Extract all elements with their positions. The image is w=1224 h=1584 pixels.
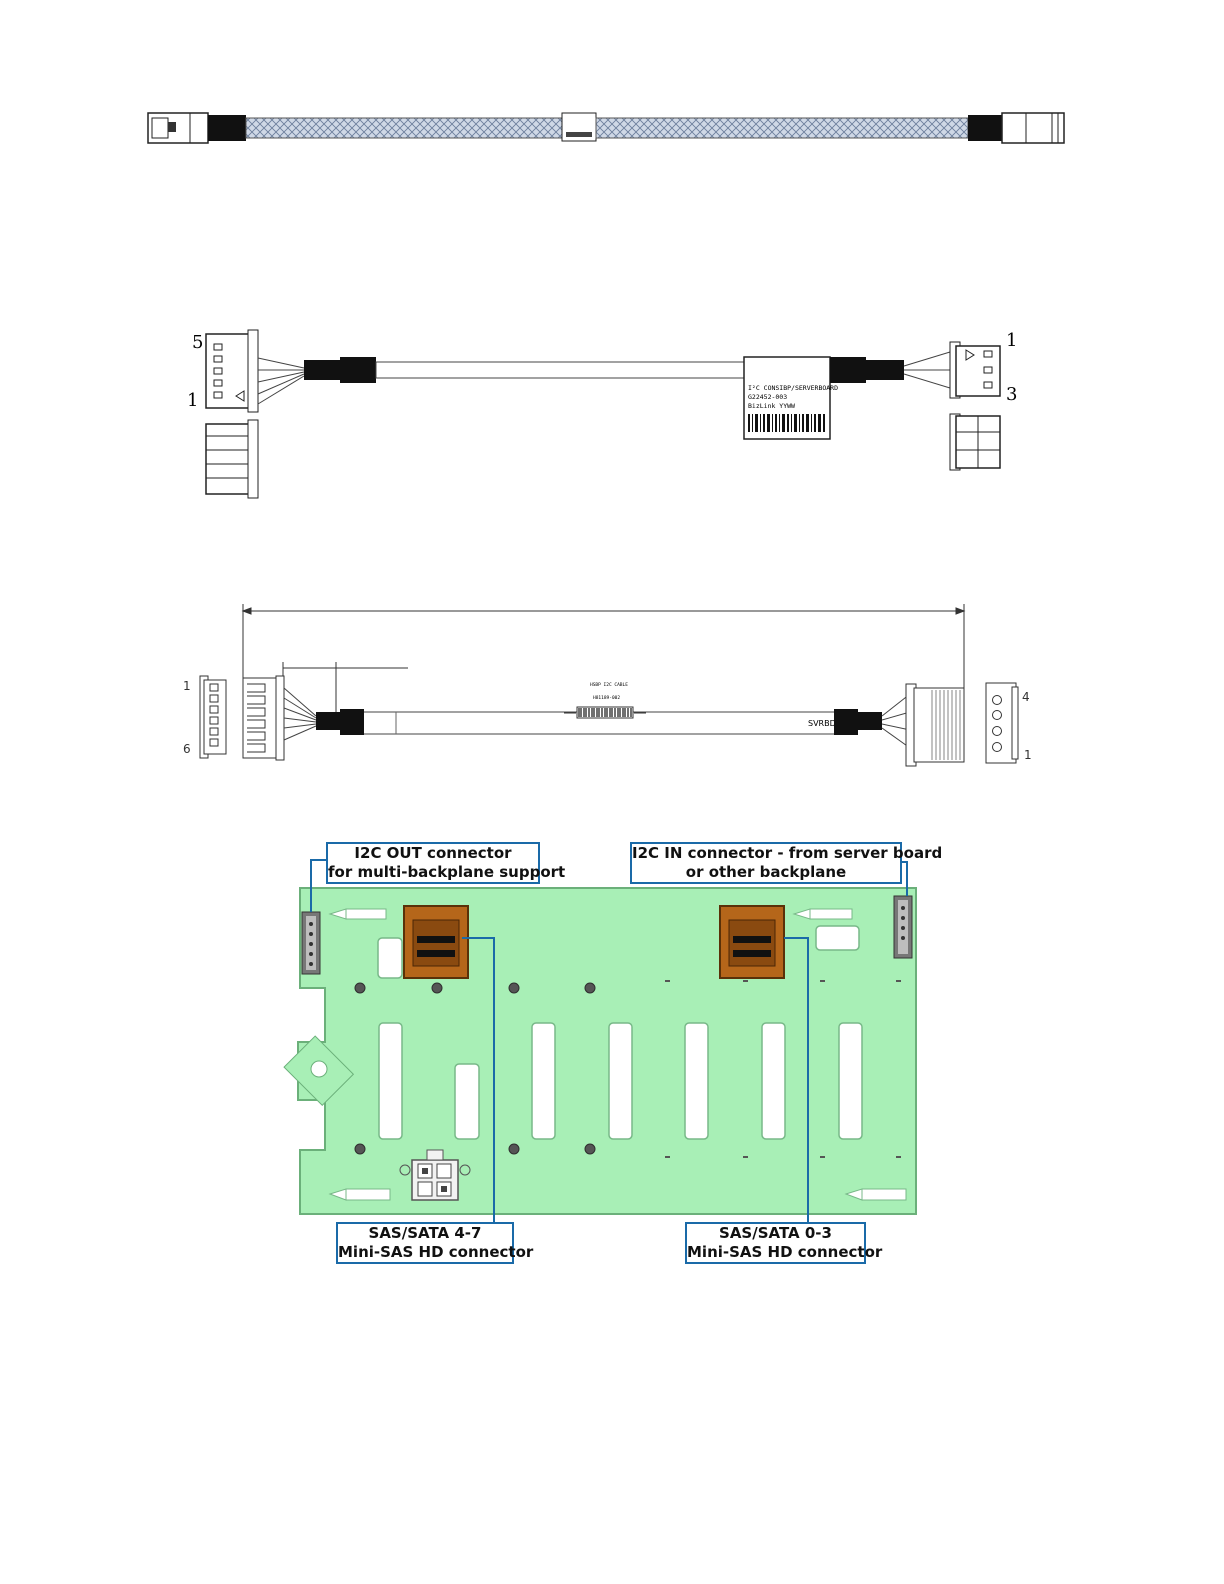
drive-slot [532, 1023, 555, 1139]
callout-sas-0-3-line1: SAS/SATA 0-3 [687, 1224, 864, 1243]
cable-label-line-1: HSBP I2C CABLE [590, 682, 628, 688]
left-overmold [340, 709, 364, 735]
left-pin-label-bottom: 6 [183, 742, 191, 756]
cutout [816, 926, 859, 950]
left-wire-fan [258, 358, 304, 404]
i2c-out-connector [302, 912, 320, 974]
callout-i2c-in-line2: or other backplane [632, 863, 900, 882]
callout-i2c-out: I2C OUT connector for multi-backplane su… [326, 842, 540, 884]
i2c-cable-serverboard: 5 1 I²C CONSIBP/SERVERBOARD G22452-003 B… [187, 330, 1017, 498]
i2c-in-connector [894, 896, 912, 958]
right-3pin-connector-front [950, 342, 1000, 398]
cable-label-block: I²C CONSIBP/SERVERBOARD G22452-003 BizLi… [744, 357, 838, 439]
callout-sas-4-7-line2: Mini-SAS HD connector [338, 1243, 512, 1262]
left-connector-side-view [206, 420, 258, 498]
right-heatshrink [864, 360, 904, 380]
mini-sas-hd-connector-0-3 [720, 906, 784, 978]
left-6pin-connector-front [200, 676, 226, 758]
callout-i2c-out-line2: for multi-backplane support [328, 863, 538, 882]
cable-jacket [376, 362, 744, 378]
callout-i2c-in-line1: I2C IN connector - from server board [632, 844, 900, 863]
mini-sas-hd-connector-4-7 [404, 906, 468, 978]
callout-i2c-in: I2C IN connector - from server board or … [630, 842, 902, 884]
cable-label-line-2: H81189-002 [593, 695, 620, 701]
mini-sas-hd-cable [148, 113, 1064, 143]
end-label-svrbd: SVRBD [808, 719, 836, 728]
right-pin-label-bottom: 3 [1006, 384, 1017, 405]
right-wire-fan [904, 352, 950, 388]
callout-sas-0-3-line2: Mini-SAS HD connector [687, 1243, 864, 1262]
right-connector-side-view [950, 414, 1000, 470]
left-wire-fan [284, 688, 316, 740]
callout-sas-sata-4-7: SAS/SATA 4-7 Mini-SAS HD connector [336, 1222, 514, 1264]
left-heatshrink [316, 712, 344, 730]
drive-slot [685, 1023, 708, 1139]
right-strain-relief [968, 115, 1002, 141]
hsbp-i2c-cable: 1 6 HSBP I2C CABLE H81189- [183, 604, 1032, 766]
drive-slot [379, 1023, 402, 1139]
cutout [378, 938, 402, 978]
cable-label-tag [562, 113, 596, 141]
callout-i2c-out-line1: I2C OUT connector [328, 844, 538, 863]
braided-sleeve-right [596, 118, 968, 138]
left-pin-label-top: 5 [192, 332, 203, 353]
left-overmold [340, 357, 376, 383]
left-heatshrink [304, 360, 344, 380]
callout-sas-4-7-line1: SAS/SATA 4-7 [338, 1224, 512, 1243]
left-5pin-connector-front [206, 330, 258, 412]
backplane-board [284, 860, 916, 1224]
right-mini-sas-connector [1002, 113, 1064, 143]
right-pin-label-top: 1 [1006, 330, 1017, 351]
right-heatshrink [854, 712, 882, 730]
drive-slot [609, 1023, 632, 1139]
label-line-1: I²C CONSIBP/SERVERBOARD [748, 384, 838, 392]
right-pin-label-top: 4 [1022, 690, 1030, 704]
callout-sas-sata-0-3: SAS/SATA 0-3 Mini-SAS HD connector [685, 1222, 866, 1264]
right-pin-label-bottom: 1 [1024, 748, 1032, 762]
overall-length-dimension [243, 604, 964, 690]
drive-slot [762, 1023, 785, 1139]
label-line-2: G22452-003 [748, 393, 787, 401]
label-line-3: BizLink YYWW [748, 402, 795, 410]
drive-slot [839, 1023, 862, 1139]
left-strain-relief [208, 115, 246, 141]
drive-slot [455, 1064, 479, 1139]
left-mini-sas-connector [148, 113, 208, 143]
left-connector-side-view [243, 676, 284, 760]
braided-sleeve-left [246, 118, 562, 138]
right-connector-side-view [906, 684, 964, 766]
right-4pin-connector-front [986, 683, 1018, 763]
left-pin-label-bottom: 1 [187, 390, 198, 411]
left-pin-label-top: 1 [183, 679, 191, 693]
right-overmold [830, 357, 866, 383]
stripback-dimension [283, 662, 408, 712]
